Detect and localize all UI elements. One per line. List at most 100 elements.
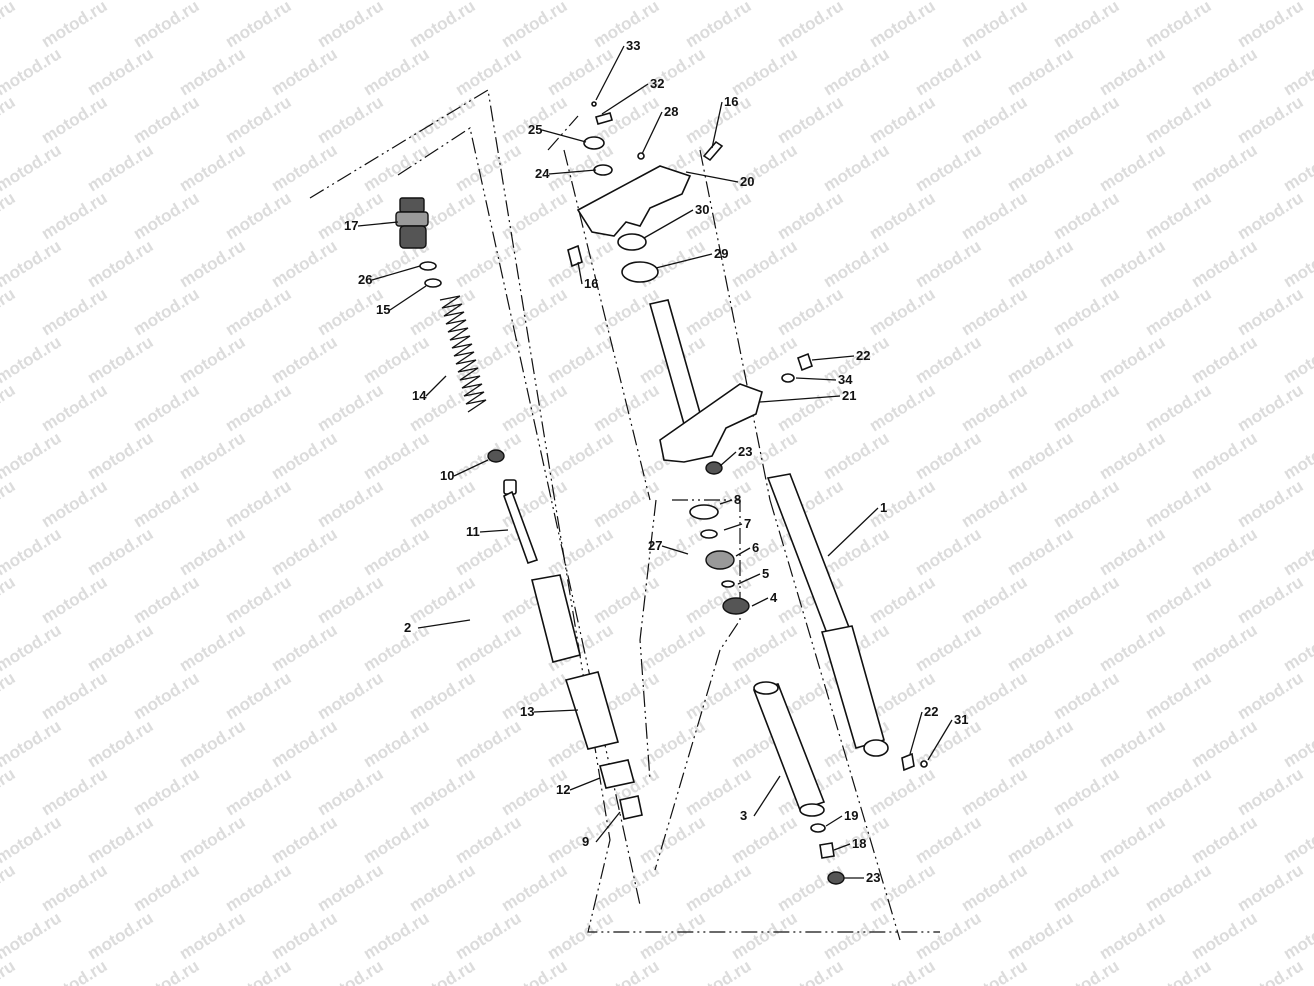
watermark-text: motod.ru: [1188, 812, 1261, 867]
leader-line-16: [711, 101, 723, 149]
leader-line-32: [601, 83, 649, 115]
watermark-text: motod.ru: [912, 620, 985, 675]
watermark-text: motod.ru: [84, 620, 157, 675]
watermark-text: motod.ru: [1142, 188, 1215, 243]
callout-17: 17: [344, 218, 358, 233]
watermark-text: motod.ru: [222, 668, 295, 723]
watermark-text: motod.ru: [866, 380, 939, 435]
watermark-text: motod.ru: [636, 812, 709, 867]
watermark-text: motod.ru: [958, 956, 1031, 986]
watermark-text: motod.ru: [1188, 332, 1261, 387]
watermark-text: motod.ru: [912, 428, 985, 483]
watermark-text: motod.ru: [1234, 956, 1307, 986]
watermark-text: motod.ru: [314, 572, 387, 627]
bolt-16-lower: [567, 244, 583, 268]
callout-12: 12: [556, 782, 570, 797]
leader-line-31: [927, 719, 953, 761]
callout-23: 23: [738, 444, 752, 459]
leader-line-21: [759, 395, 841, 403]
leader-line-3: [753, 775, 781, 817]
fork-spring-14: [439, 295, 487, 413]
watermark-text: motod.ru: [406, 0, 479, 51]
watermark-text: motod.ru: [1096, 140, 1169, 195]
watermark-text: motod.ru: [1234, 92, 1307, 147]
watermark-text: motod.ru: [498, 92, 571, 147]
washer-34: [781, 373, 795, 383]
watermark-text: motod.ru: [406, 668, 479, 723]
watermark-text: motod.ru: [774, 92, 847, 147]
watermark-text: motod.ru: [314, 668, 387, 723]
watermark-text: motod.ru: [866, 476, 939, 531]
watermark-text: motod.ru: [1280, 524, 1314, 579]
inner-tube-13: [531, 574, 620, 750]
watermark-text: motod.ru: [498, 380, 571, 435]
watermark-text: motod.ru: [176, 428, 249, 483]
watermark-text: motod.ru: [314, 764, 387, 819]
watermark-text: motod.ru: [452, 716, 525, 771]
watermark-text: motod.ru: [590, 956, 663, 986]
watermark-text: motod.ru: [130, 476, 203, 531]
watermark-text: motod.ru: [820, 428, 893, 483]
leader-line-27: [661, 545, 689, 555]
watermark-text: motod.ru: [1234, 668, 1307, 723]
watermark-text: motod.ru: [728, 908, 801, 963]
o-ring-26: [419, 261, 437, 271]
watermark-text: motod.ru: [636, 44, 709, 99]
watermark-text: motod.ru: [912, 140, 985, 195]
watermark-text: motod.ru: [0, 332, 65, 387]
watermark-text: motod.ru: [1234, 284, 1307, 339]
bushing-4: [722, 597, 750, 615]
watermark-text: motod.ru: [176, 140, 249, 195]
watermark-text: motod.ru: [498, 956, 571, 986]
callout-15: 15: [376, 302, 390, 317]
watermark-text: motod.ru: [958, 0, 1031, 51]
callout-22: 22: [856, 348, 870, 363]
watermark-text: motod.ru: [1096, 524, 1169, 579]
watermark-text: motod.ru: [1280, 716, 1314, 771]
watermark-text: motod.ru: [498, 0, 571, 51]
parts: [395, 101, 928, 885]
watermark-text: motod.ru: [360, 908, 433, 963]
watermark-text: motod.ru: [268, 908, 341, 963]
leader-line-34: [795, 377, 837, 381]
watermark-text: motod.ru: [774, 860, 847, 915]
watermark-text: motod.ru: [406, 860, 479, 915]
watermark-text: motod.ru: [222, 860, 295, 915]
watermark-text: motod.ru: [314, 92, 387, 147]
watermark-text: motod.ru: [1050, 0, 1123, 51]
watermark-text: motod.ru: [1234, 380, 1307, 435]
watermark-text: motod.ru: [38, 188, 111, 243]
watermark-text: motod.ru: [222, 92, 295, 147]
watermark-text: motod.ru: [1004, 140, 1077, 195]
callout-7: 7: [744, 516, 751, 531]
watermark-text: motod.ru: [958, 860, 1031, 915]
callout-16: 16: [584, 276, 598, 291]
watermark-text: motod.ru: [0, 44, 65, 99]
watermark-text: motod.ru: [912, 332, 985, 387]
leader-line-9: [595, 811, 621, 843]
leader-line-10: [453, 459, 489, 477]
watermark-text: motod.ru: [682, 668, 755, 723]
watermark-text: motod.ru: [636, 524, 709, 579]
watermark-text: motod.ru: [1280, 140, 1314, 195]
watermark-text: motod.ru: [176, 908, 249, 963]
watermark-text: motod.ru: [1280, 332, 1314, 387]
right-fork-boundary: [769, 499, 901, 941]
upper-bracket-20: [576, 165, 692, 237]
nut-30: [617, 233, 647, 251]
bushing-group-boundary: [654, 499, 741, 871]
watermark-text: motod.ru: [1004, 812, 1077, 867]
watermark-text: motod.ru: [176, 44, 249, 99]
drain-bolt-18: [819, 842, 835, 859]
watermark-text: motod.ru: [0, 860, 19, 915]
leader-line-22: [811, 355, 855, 361]
leader-line-2: [417, 619, 471, 629]
watermark-text: motod.ru: [84, 44, 157, 99]
watermark-text: motod.ru: [1280, 812, 1314, 867]
watermark-text: motod.ru: [958, 668, 1031, 723]
watermark-text: motod.ru: [38, 860, 111, 915]
left-fork-boundary: [309, 89, 940, 933]
watermark-text: motod.ru: [222, 476, 295, 531]
